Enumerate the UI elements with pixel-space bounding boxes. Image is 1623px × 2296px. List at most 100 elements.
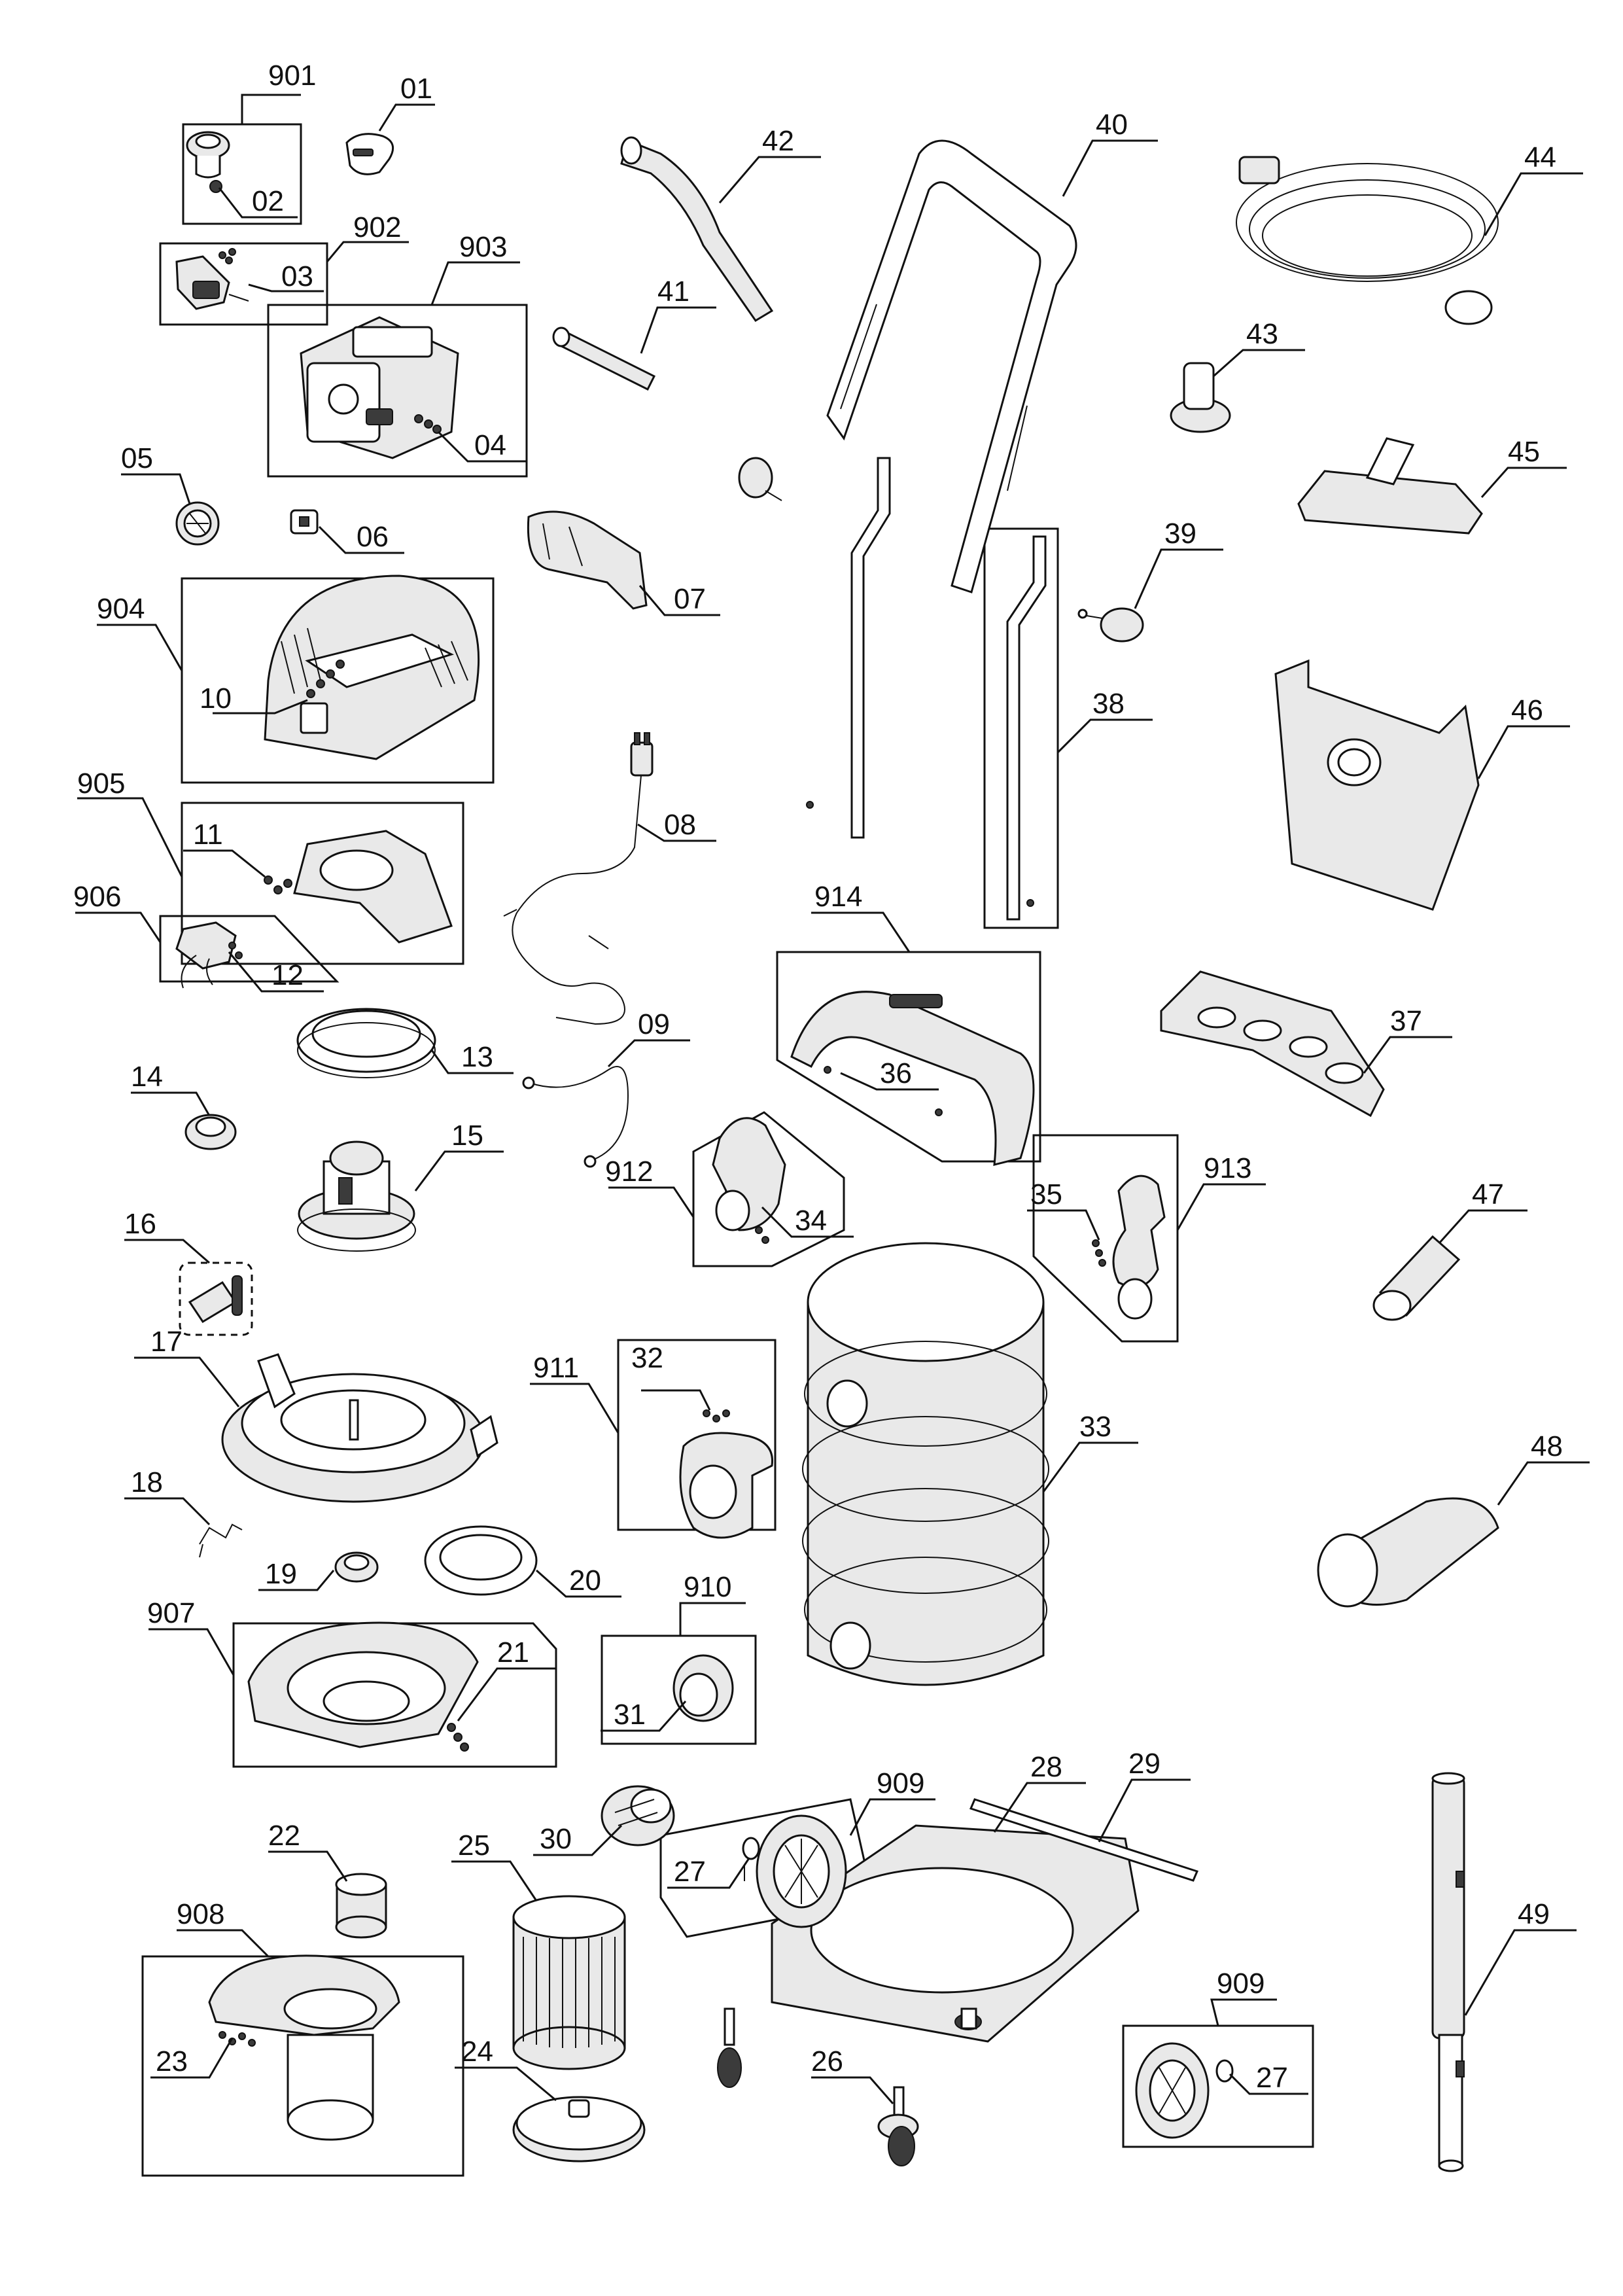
part-34-handle-mount [712,1117,786,1244]
leader-36 [840,1072,939,1091]
part-16-frame [179,1262,253,1336]
group-box-913 [1032,1134,1179,1343]
callout-27b: 27 [1256,2062,1288,2094]
leader-12 [228,951,324,993]
callout-35: 35 [1030,1178,1062,1210]
part-909-wheel-b [1135,2042,1210,2139]
leader-lines [75,94,1590,2104]
callout-29: 29 [1128,1748,1161,1780]
part-07-cover [527,510,648,610]
callout-909a: 909 [877,1767,924,1799]
part-25-cartridge-filter [512,1895,626,2070]
leader-902 [326,241,409,262]
group-box-910 [601,1634,757,1745]
leader-15 [414,1150,504,1192]
leader-38 [1056,718,1153,754]
part-38-handle-tube [1006,535,1047,921]
leader-07 [638,585,720,616]
leader-09 [607,1039,690,1068]
part-43-round-brush [1170,362,1231,433]
part-05-knob [175,501,220,546]
leader-905 [77,797,183,877]
callout-01: 01 [400,73,432,105]
part-39-knob [1077,607,1144,643]
part-49-extension-tube [1431,1772,1465,2172]
leader-13 [430,1050,514,1074]
leader-44 [1484,172,1583,236]
part-44-hose [1236,156,1499,325]
leader-17 [134,1356,240,1407]
leader-30 [533,1824,623,1856]
part-41-crevice-tool [552,327,656,391]
leader-911 [530,1383,620,1434]
callout-07: 07 [674,583,706,615]
callout-labels: 901 01 02 902 03 903 04 05 06 07 904 10 … [73,60,1563,2094]
leader-14 [131,1091,211,1116]
callout-04: 04 [474,429,506,461]
leader-27a [667,1858,750,1889]
leader-906 [75,911,162,943]
leader-39 [1134,548,1223,609]
part-14-bearing [184,1114,237,1150]
part-castor-wheel-2 [717,2007,742,2088]
leader-19 [258,1570,335,1591]
part-35-handle-mount [1092,1174,1166,1320]
callout-901: 901 [268,60,316,92]
part-40-push-handle [826,139,1077,593]
group-box-914 [776,951,1041,1163]
callout-30: 30 [540,1823,572,1855]
part-01-switch-knob [345,133,394,175]
part-33-container-drum [802,1242,1049,1686]
leader-25 [451,1860,538,1901]
part-27-washer-b [1215,2059,1234,2083]
callout-32: 32 [631,1342,663,1374]
part-03-switch-module [175,248,249,310]
callout-10: 10 [200,682,232,715]
part-26-castor-wheel [877,2086,919,2166]
callout-16: 16 [124,1208,156,1240]
callout-22: 22 [268,1820,300,1852]
callout-49: 49 [1518,1898,1550,1930]
part-45-floor-nozzle [1297,437,1483,535]
part-17-head-base [221,1353,498,1503]
part-32-exhaust-cover [679,1409,774,1539]
leader-05 [121,473,191,504]
leader-910 [679,1602,746,1636]
part-36-carry-handle [790,991,1035,1166]
leader-45 [1480,467,1567,498]
leader-22 [268,1850,348,1882]
part-08-power-cable [503,732,654,1025]
part-30-hose-connector [601,1785,675,1846]
leader-33 [1042,1441,1138,1492]
callout-908: 908 [177,1898,224,1930]
callout-02: 02 [252,185,284,217]
leader-35 [1027,1209,1100,1241]
leader-37 [1363,1036,1452,1074]
callout-03: 03 [281,260,313,292]
leader-48 [1497,1461,1590,1506]
leader-20 [536,1569,621,1598]
leader-904 [97,624,183,671]
leader-24 [455,2066,557,2102]
leader-06 [318,525,404,554]
group-box-38 [983,527,1059,929]
callout-05: 05 [121,442,153,474]
callout-43: 43 [1246,318,1278,350]
callout-25: 25 [458,1829,490,1862]
leader-912 [608,1186,695,1218]
callout-46: 46 [1511,694,1543,726]
callout-910: 910 [684,1571,731,1603]
part-909-wheel-a [756,1814,847,1928]
part-13-gasket-ring [296,1008,436,1078]
leader-40 [1062,139,1158,197]
part-16-latch [179,1262,253,1336]
leader-03 [248,283,324,292]
group-box-902 [159,242,328,326]
callout-34: 34 [795,1205,827,1237]
callout-47: 47 [1472,1178,1504,1210]
callout-27a: 27 [674,1856,706,1888]
leader-01 [378,103,435,132]
callout-12: 12 [271,959,304,991]
